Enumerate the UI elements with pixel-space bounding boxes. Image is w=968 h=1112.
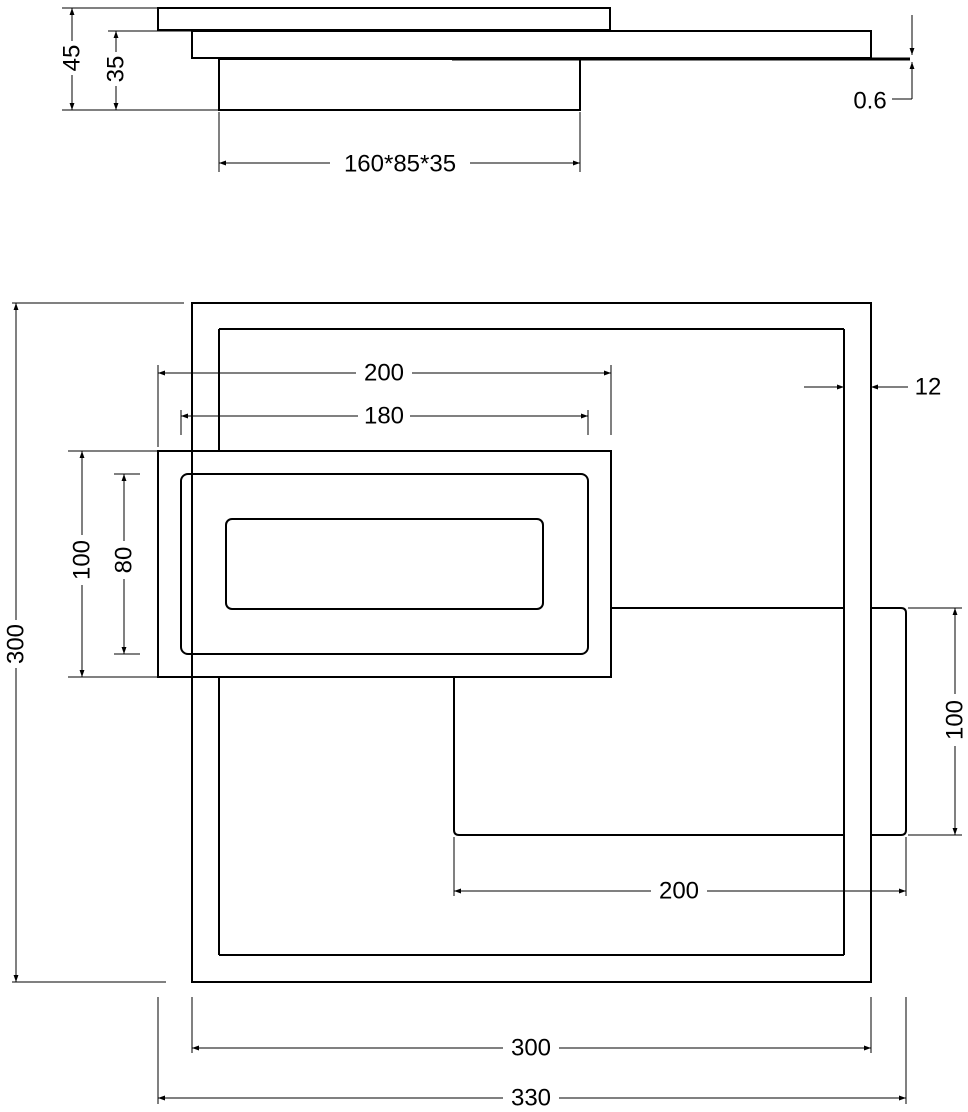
dim-180-gap xyxy=(358,403,410,429)
dim-35-label: 35 xyxy=(103,56,130,83)
dim-box-size-label: 160*85*35 xyxy=(344,151,456,178)
upper-plate-light-window xyxy=(225,518,544,610)
side-view: 45 35 0.6 160*85*35 xyxy=(58,7,915,178)
dim-100-left-label: 100 xyxy=(69,540,96,580)
dim-330-gap xyxy=(503,1085,559,1111)
side-body-box xyxy=(218,58,581,111)
dim-330-label: 330 xyxy=(511,1085,551,1112)
lower-plate-tab xyxy=(871,607,907,836)
side-top-plate xyxy=(157,7,611,31)
dim-100-right-gap xyxy=(941,694,967,746)
upper-plate-inner xyxy=(180,473,589,655)
dim-300-vertical-gap xyxy=(2,620,30,668)
dim-0-6-label: 0.6 xyxy=(853,88,886,115)
dim-12-label: 12 xyxy=(915,374,942,401)
dim-box-size-gap xyxy=(330,150,470,178)
dim-45-gap xyxy=(58,41,86,75)
dim-300-vertical-label: 300 xyxy=(3,624,30,664)
dim-300-horizontal-label: 300 xyxy=(511,1035,551,1062)
upper-plate-outer xyxy=(157,450,612,678)
dim-200-bottom-gap xyxy=(651,878,707,904)
lower-plate-outline xyxy=(453,678,844,836)
top-view: 300 200 180 12 100 80 100 xyxy=(2,302,968,1112)
dim-100-left-gap xyxy=(68,535,96,585)
dim-100-right-label: 100 xyxy=(942,700,968,740)
dim-80-label: 80 xyxy=(111,547,138,574)
dim-200-bottom-label: 200 xyxy=(659,878,699,905)
dim-45-label: 45 xyxy=(59,45,86,72)
dim-35-gap xyxy=(102,52,130,86)
outer-frame xyxy=(191,302,872,983)
side-middle-plate xyxy=(191,30,872,59)
dim-300-horizontal-gap xyxy=(503,1035,559,1061)
dim-200-top-gap xyxy=(356,360,412,386)
dim-180-label: 180 xyxy=(364,403,404,430)
dim-80-gap xyxy=(110,541,138,579)
dim-200-top-label: 200 xyxy=(364,360,404,387)
